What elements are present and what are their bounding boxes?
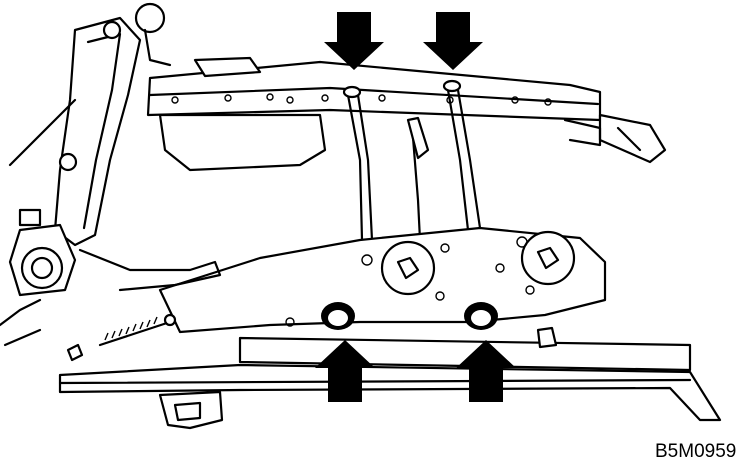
link-rods xyxy=(342,79,482,242)
figure-code: B5M0959 xyxy=(655,441,737,462)
arrow-down-right xyxy=(423,12,483,70)
bolts xyxy=(321,302,498,330)
recliner-frame xyxy=(0,16,142,347)
arrow-up-left xyxy=(315,340,375,402)
handle-knob xyxy=(134,2,172,67)
pivot-and-spring xyxy=(8,208,222,362)
upper-rail xyxy=(146,56,667,172)
arrow-down-left xyxy=(324,12,384,70)
lower-rail xyxy=(58,326,722,430)
arrow-up-right xyxy=(456,340,516,402)
lower-seat-plate xyxy=(158,226,607,334)
callout-arrows xyxy=(315,12,516,402)
